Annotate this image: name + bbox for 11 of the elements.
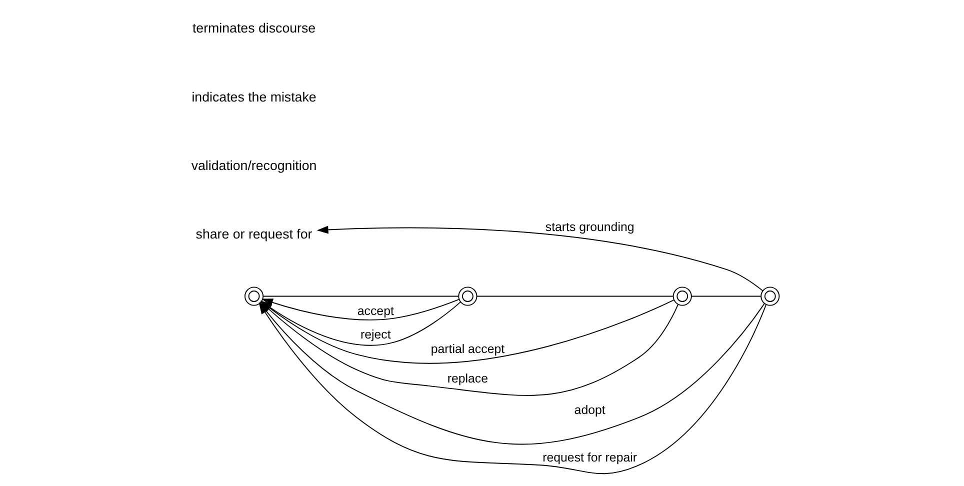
edge-label: reject — [360, 328, 390, 342]
edge-label: partial accept — [430, 342, 504, 356]
edge-label: request for repair — [542, 450, 636, 465]
edge-label: replace — [446, 372, 488, 386]
edge-label: accept — [356, 304, 394, 318]
label: terminates discourse — [192, 20, 316, 36]
edge-label: starts grounding — [544, 220, 634, 234]
edge-label: adopt — [574, 402, 605, 417]
label: indicates the mistake — [191, 89, 316, 104]
label: validation/recognition — [190, 158, 316, 174]
node-text: share or request for — [195, 226, 312, 242]
